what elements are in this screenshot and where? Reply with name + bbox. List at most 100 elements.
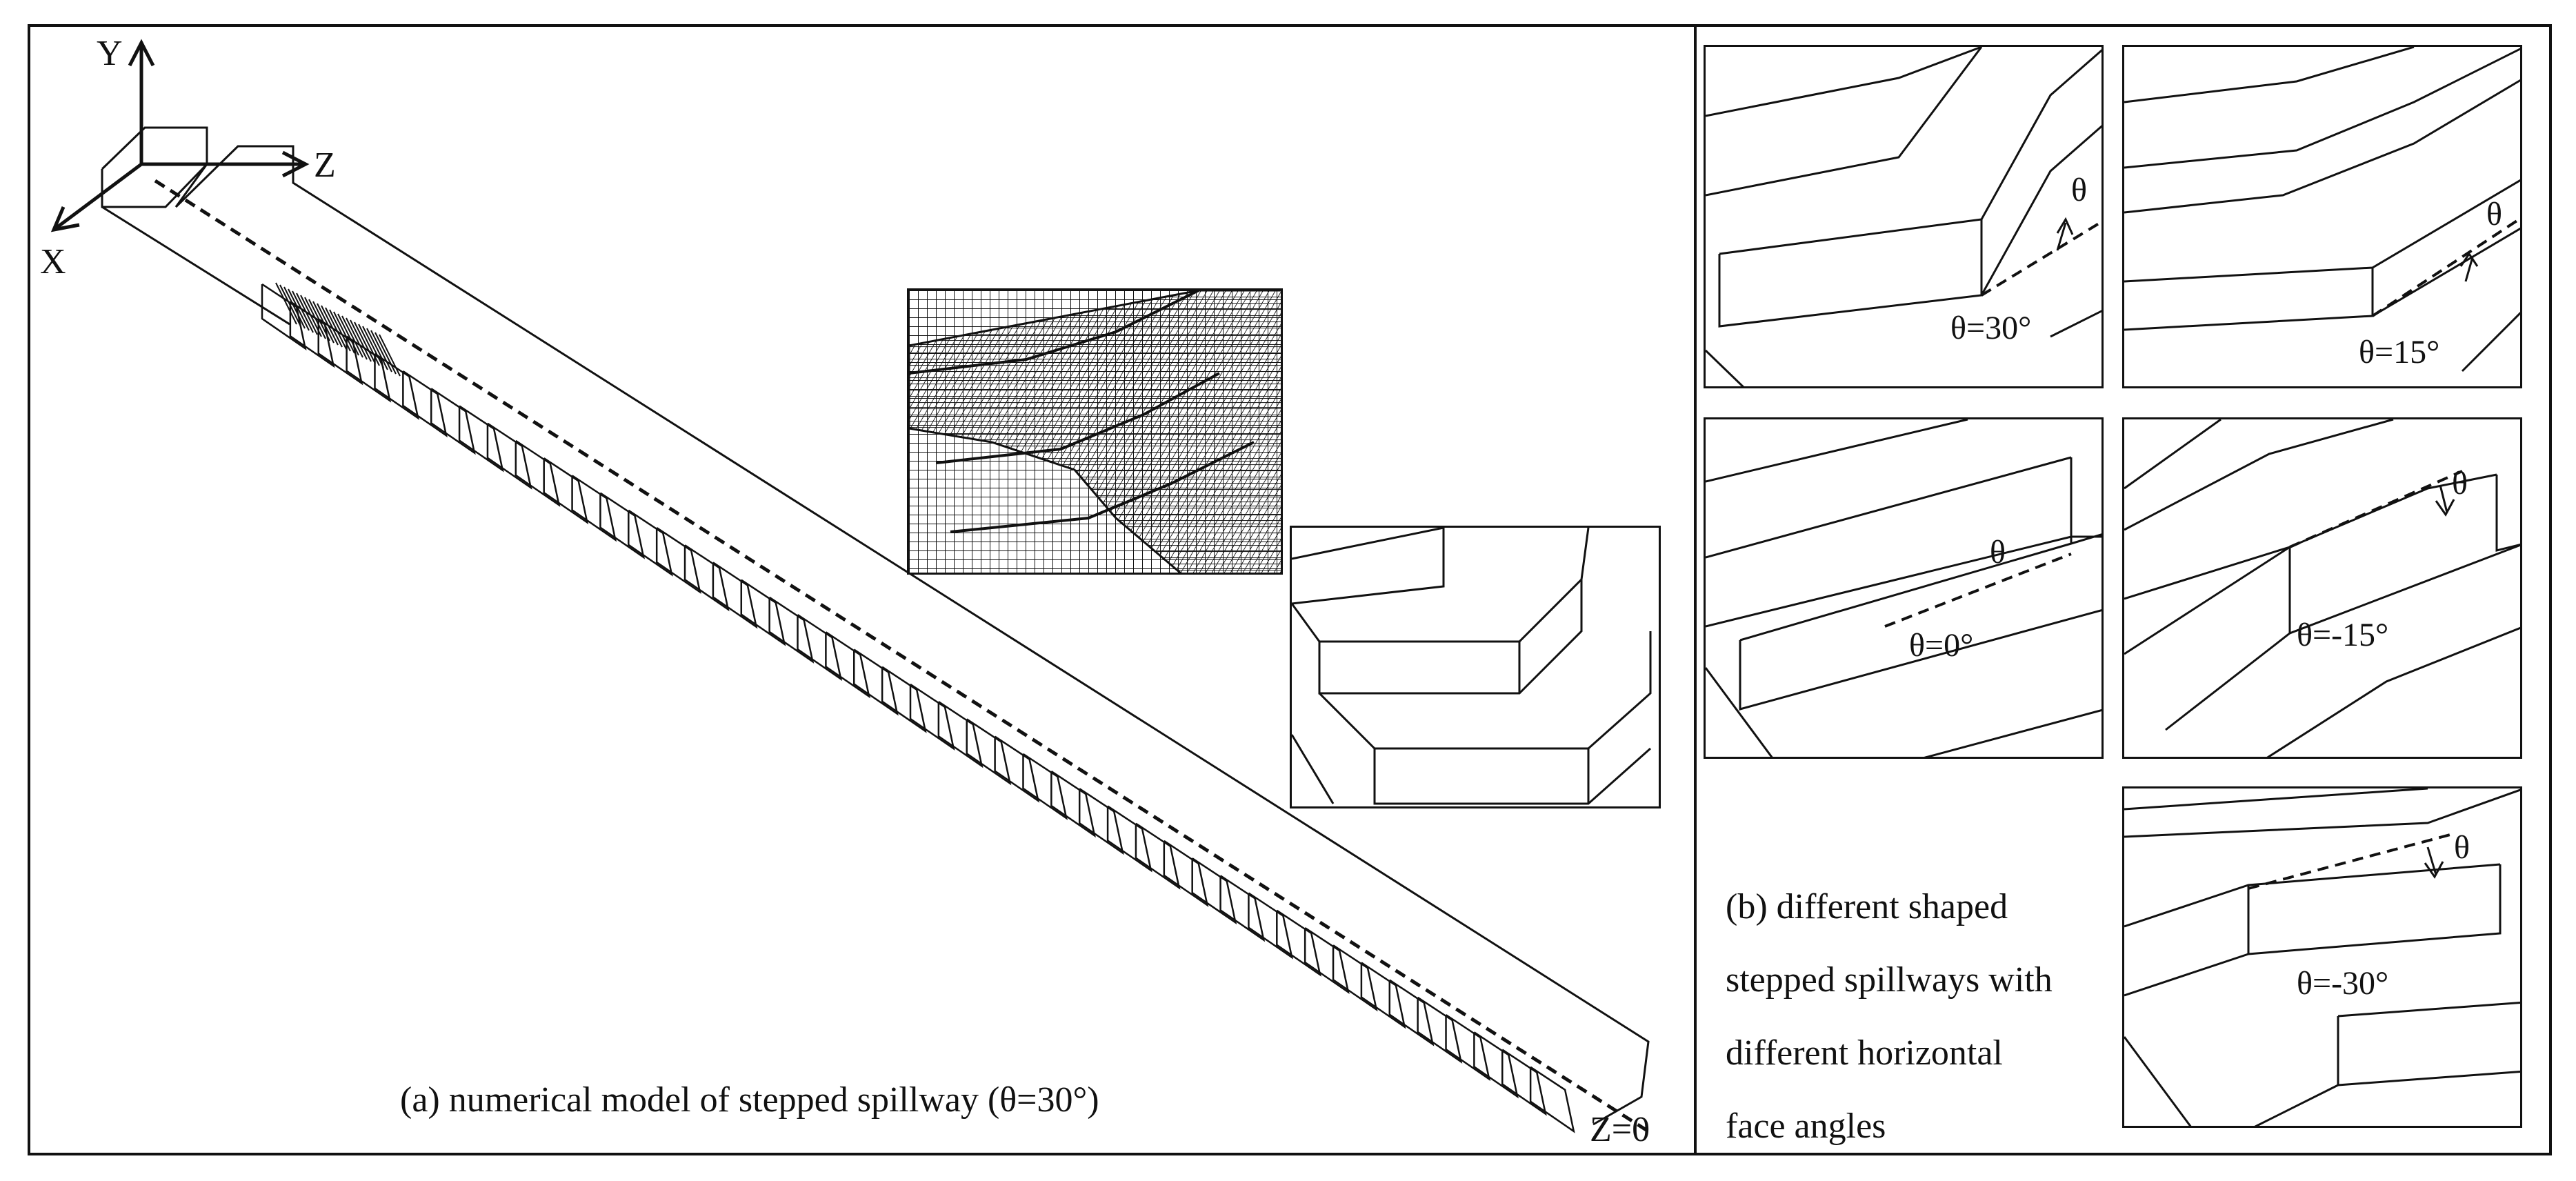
mesh-line — [292, 290, 314, 333]
spillway-step — [261, 283, 307, 350]
spillway-step — [458, 405, 504, 473]
spillway-model — [50, 39, 1650, 1133]
mesh-line — [341, 315, 363, 358]
case-label: θ=30° — [1950, 310, 2032, 346]
spillway-step — [909, 683, 955, 751]
geometry-inset — [1290, 526, 1661, 808]
axis-label-z: Z — [314, 146, 336, 185]
spillway-step — [1473, 1031, 1519, 1099]
mesh-line — [350, 319, 372, 362]
spillway-step — [1163, 840, 1209, 907]
mesh-line — [275, 282, 297, 325]
spillway-step — [994, 735, 1040, 803]
mesh-line — [325, 307, 347, 350]
mesh-line — [296, 292, 318, 335]
spillway-step — [1529, 1066, 1575, 1133]
case-panel-theta-30: θ θ=30° — [1704, 45, 2104, 388]
caption-line-3: different horizontal — [1726, 1033, 2003, 1073]
case-panel-theta-15: θ θ=15° — [2122, 45, 2522, 388]
mesh-line — [279, 284, 301, 327]
spillway-step — [571, 475, 617, 542]
z-origin-label: Z=0 — [1590, 1110, 1650, 1149]
spillway-step — [1191, 857, 1237, 925]
mesh-line — [304, 297, 326, 339]
mesh-line — [354, 321, 376, 364]
theta-symbol: θ — [2454, 829, 2470, 866]
outer-frame — [28, 24, 2552, 1155]
spillway-step — [1078, 788, 1124, 855]
spillway-step — [655, 527, 701, 595]
mesh-line — [288, 288, 310, 331]
mesh-line — [366, 328, 388, 370]
spillway-step — [712, 562, 758, 629]
spillway-step — [740, 579, 786, 646]
spillway-step — [937, 701, 984, 768]
spillway-step — [515, 439, 561, 507]
mesh-line — [329, 309, 351, 352]
mesh-line — [379, 334, 401, 377]
spillway-step — [1360, 962, 1406, 1029]
spillway-step — [289, 301, 335, 368]
case-panel-theta-minus-30: θ θ=-30° — [2122, 786, 2522, 1128]
spillway-step — [1388, 979, 1435, 1046]
spillway-step — [1022, 753, 1068, 820]
theta-symbol: θ — [2486, 196, 2502, 232]
spillway-step — [966, 718, 1012, 786]
mesh-line — [358, 324, 380, 366]
mesh-line — [283, 286, 306, 329]
spillway-step — [1219, 875, 1266, 942]
crest-mesh — [275, 282, 401, 377]
spillway-step — [1135, 822, 1181, 890]
mesh-line — [300, 295, 322, 337]
theta-symbol: θ — [2452, 465, 2468, 502]
axis-label-y: Y — [97, 34, 123, 73]
spillway-step — [374, 353, 420, 420]
flow-centerline — [154, 179, 1650, 1133]
mesh-line — [333, 311, 355, 354]
case-panel-theta-0: θ θ=0° — [1704, 417, 2104, 759]
caption-line-1: (b) different shaped — [1726, 887, 2008, 926]
spillway-step — [543, 457, 589, 525]
spillway-step — [628, 509, 673, 577]
spillway-step — [599, 492, 645, 559]
case-panel-theta-minus-15: θ θ=-15° — [2122, 417, 2522, 759]
theta-symbol: θ — [1990, 534, 2006, 570]
panel-a-caption: (a) numerical model of stepped spillway … — [400, 1080, 1099, 1120]
coordinate-axes — [50, 39, 310, 232]
case-label: θ=15° — [2359, 334, 2440, 370]
spillway-step — [768, 596, 815, 664]
axis-label-x: X — [40, 242, 66, 281]
spillway-step — [1050, 771, 1096, 838]
spillway-step — [683, 544, 730, 612]
mesh-line — [346, 317, 368, 360]
spillway-step — [402, 370, 448, 438]
mesh-line — [321, 305, 343, 348]
channel-outline — [101, 126, 1650, 1126]
spillway-step — [1445, 1014, 1491, 1082]
mesh-inset — [907, 288, 1283, 575]
spillway-step — [1248, 892, 1293, 960]
panel-divider — [1694, 24, 1697, 1155]
mesh-line — [317, 303, 339, 346]
spillway-step — [1276, 909, 1321, 977]
spillway-step — [825, 631, 870, 699]
caption-line-2: stepped spillways with — [1726, 960, 2053, 1000]
spillway-step — [797, 614, 843, 682]
spillway-step — [881, 666, 927, 733]
mesh-line — [375, 332, 397, 375]
mesh-line — [370, 330, 392, 373]
spillway-step — [853, 648, 899, 716]
panel-b-caption: (b) different shaped stepped spillways w… — [1726, 871, 2053, 1163]
spillway-step — [486, 422, 532, 490]
mesh-line — [308, 299, 330, 341]
case-label: θ=-15° — [2297, 617, 2389, 653]
mesh-line — [362, 326, 384, 368]
case-label: θ=0° — [1909, 627, 1974, 664]
spillway-step — [1304, 927, 1350, 995]
spillway-step — [1106, 805, 1152, 873]
spillway-step — [1501, 1049, 1547, 1116]
spillway-step — [1332, 944, 1378, 1012]
spillway-step — [1417, 996, 1463, 1064]
case-label: θ=-30° — [2297, 965, 2389, 1002]
